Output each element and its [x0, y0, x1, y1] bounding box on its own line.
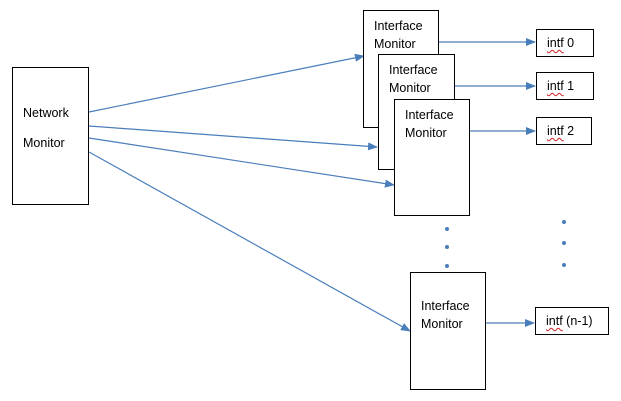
interface-monitor-label-line1: Interface	[421, 299, 470, 313]
interface-label-word: intf	[546, 314, 563, 328]
ellipsis-dot	[562, 220, 566, 224]
interface-monitor-label-line1: Interface	[374, 19, 423, 33]
interface-label-index: 2	[567, 124, 575, 138]
arrow-net-to-im2	[88, 137, 395, 188]
interface-label-index: (n-1)	[566, 314, 593, 328]
ellipsis-dot	[445, 245, 449, 249]
interface-monitor-label-line2: Monitor	[421, 317, 463, 331]
interface-monitor-label-line2: Monitor	[389, 81, 431, 95]
interface-monitor-label-line2: Monitor	[405, 126, 447, 140]
interface-box-1: intf 1	[536, 72, 594, 100]
interface-label-word: intf	[547, 79, 564, 93]
interface-monitor-label-line1: Interface	[389, 63, 438, 77]
ellipsis-dot	[562, 263, 566, 267]
ellipsis-dot	[445, 227, 449, 231]
network-monitor-box: Network Monitor	[12, 67, 89, 205]
interface-box-last: intf (n-1)	[535, 307, 609, 335]
interface-monitor-label-line2: Monitor	[374, 37, 416, 51]
interface-label-index: 0	[567, 36, 575, 50]
interface-monitor-label-line1: Interface	[405, 108, 454, 122]
interface-box-0: intf 0	[536, 29, 594, 57]
interface-label-word: intf	[547, 124, 564, 138]
arrow-net-to-im3	[88, 151, 411, 332]
interface-box-2: intf 2	[536, 117, 592, 145]
arrow-net-to-im0	[88, 53, 365, 113]
ellipsis-dot	[445, 264, 449, 268]
network-monitor-label-line1: Network	[23, 106, 69, 120]
ellipsis-dot	[562, 241, 566, 245]
interface-monitor-box-2: Interface Monitor	[394, 99, 470, 216]
interface-label-word: intf	[547, 36, 564, 50]
arrow-net-to-im1	[88, 125, 378, 151]
interface-label-index: 1	[567, 79, 575, 93]
network-monitor-label-line2: Monitor	[23, 136, 65, 150]
